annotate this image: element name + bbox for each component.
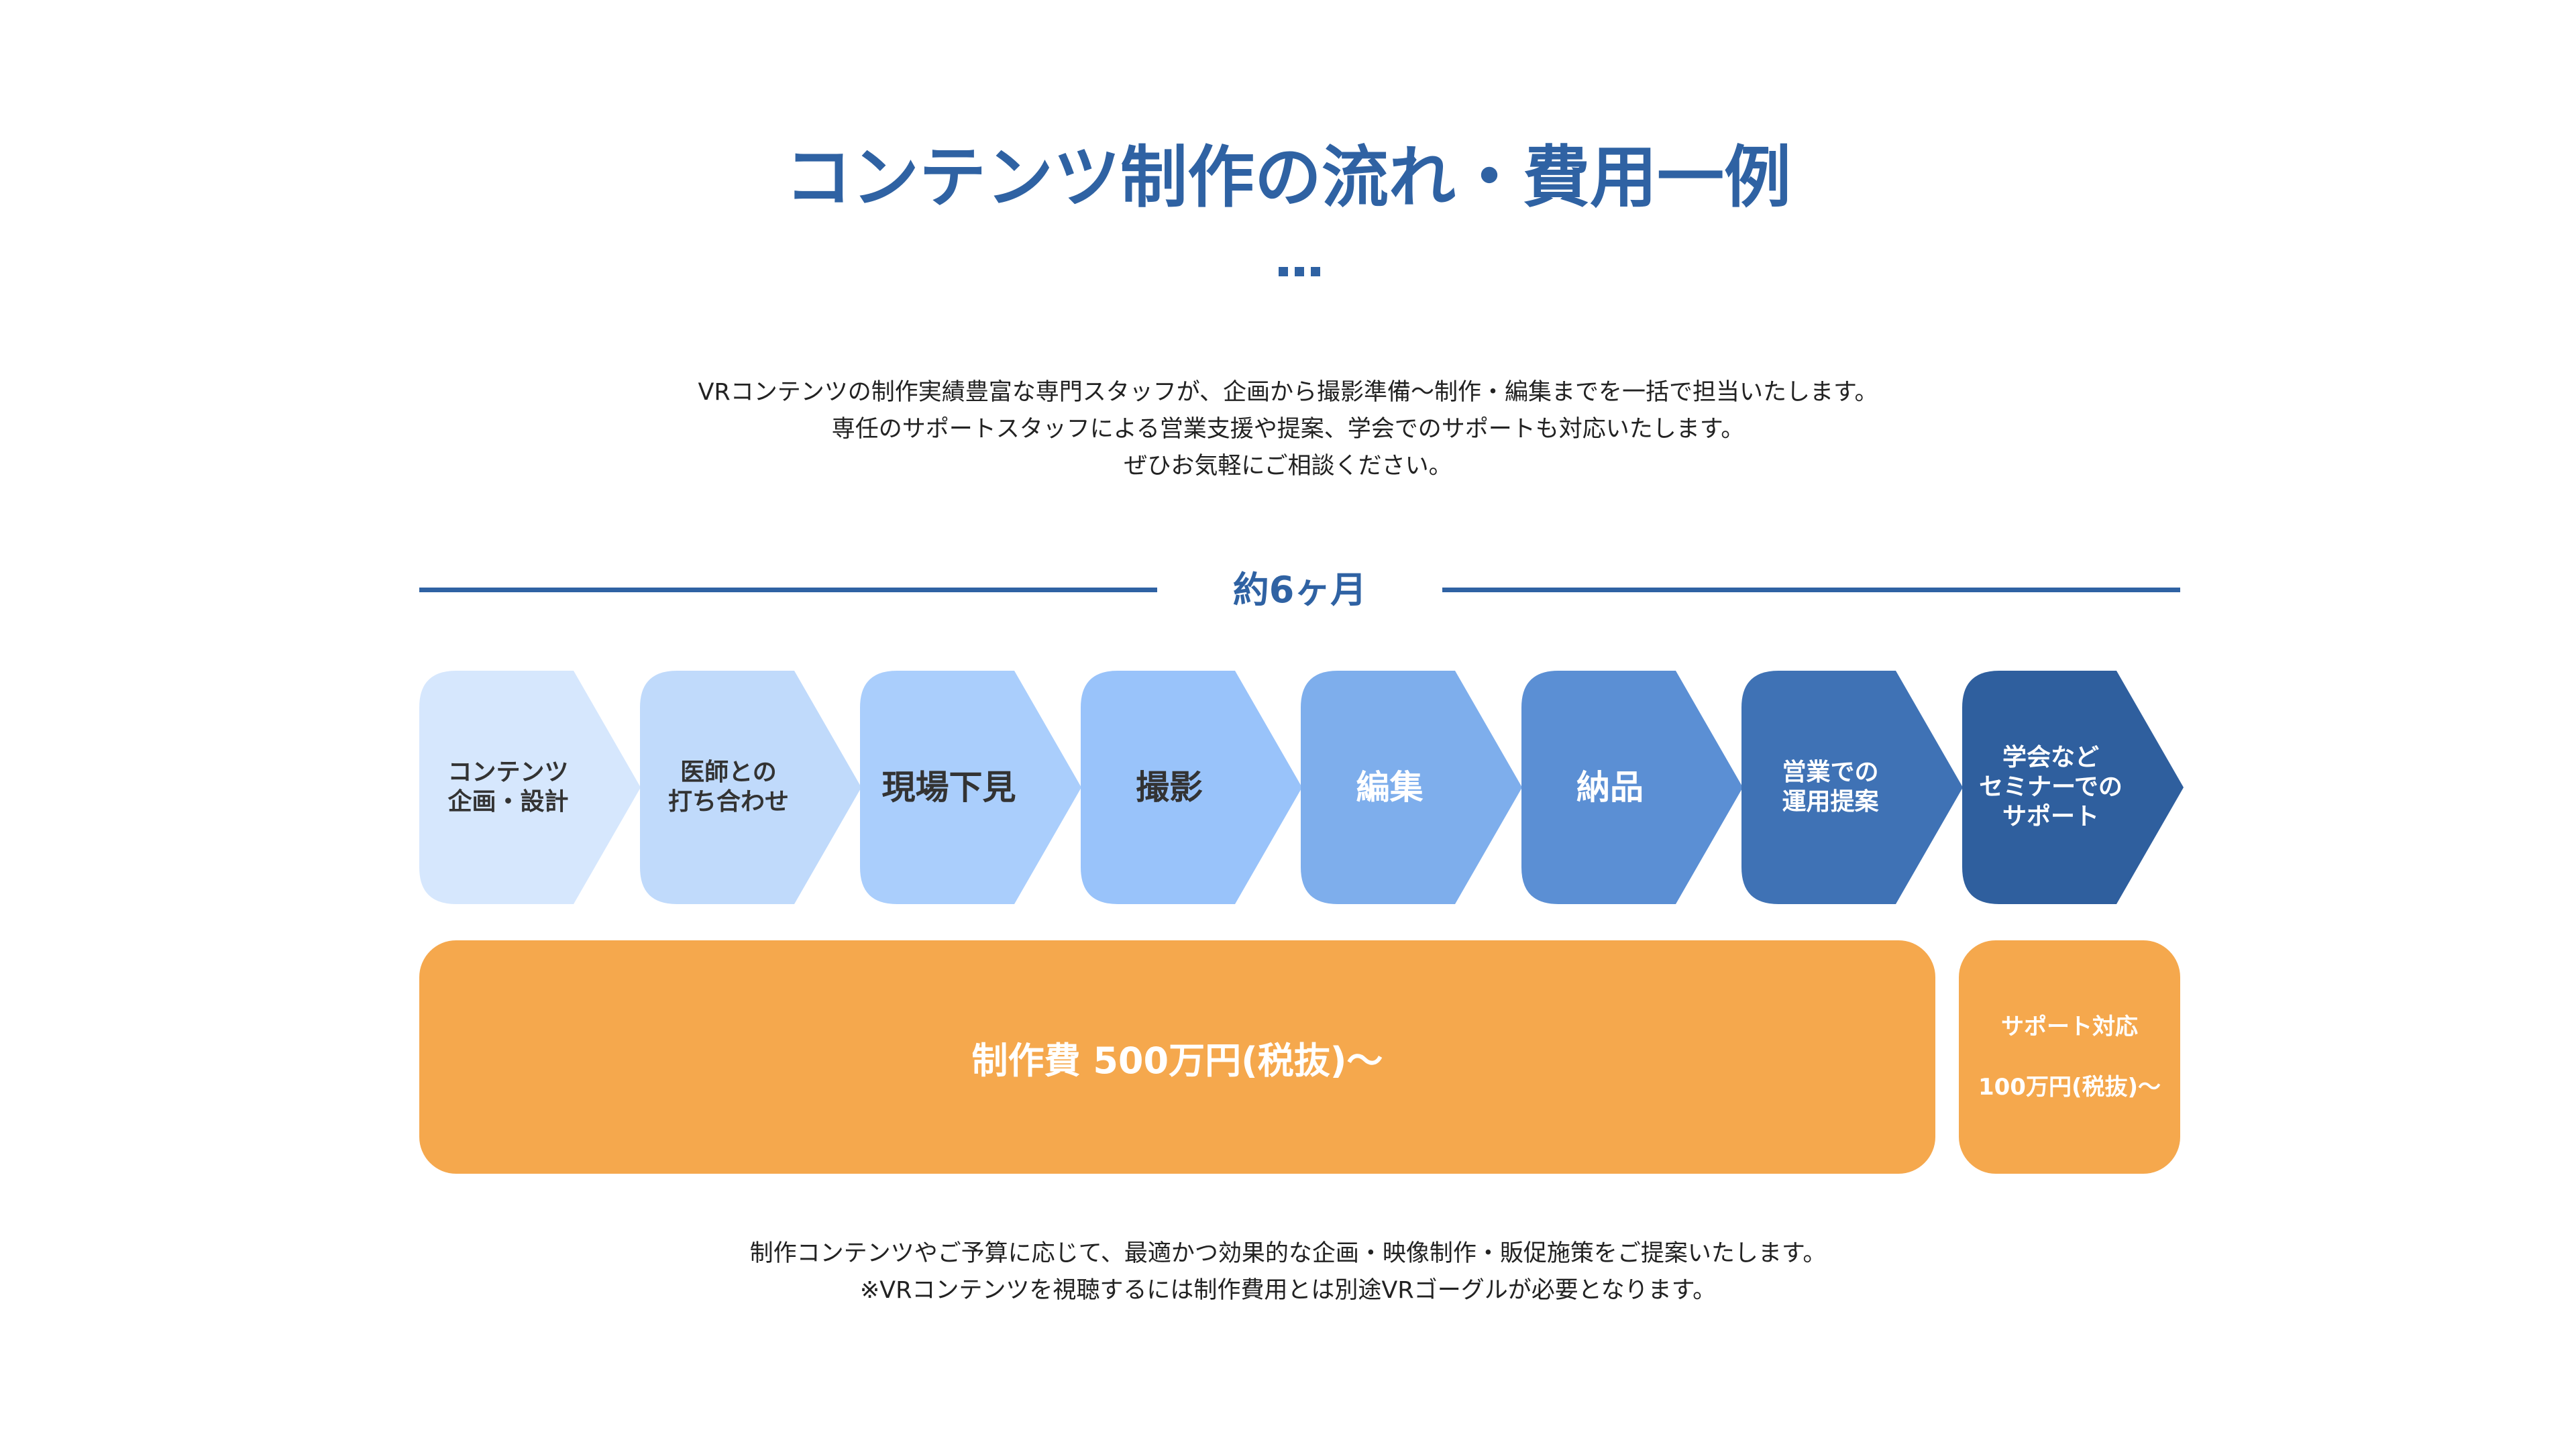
chevron-fill xyxy=(419,671,641,904)
process-step-label: コンテンツ 企画・設計 xyxy=(447,759,569,816)
support-cost-title: サポート対応 xyxy=(2001,1013,2138,1040)
process-step-label: 医師との 打ち合わせ xyxy=(667,759,789,816)
process-step: 現場下見 xyxy=(860,671,1081,904)
timeline-line-right xyxy=(1442,588,2180,592)
chevron-arrow-shape xyxy=(1741,671,1963,904)
process-step-label: 編集 xyxy=(1356,768,1424,807)
timeline-line-left xyxy=(419,588,1157,592)
intro-line: ぜひお気軽にご相談ください。 xyxy=(1124,453,1452,480)
process-step: 医師との 打ち合わせ xyxy=(639,671,861,904)
process-step: コンテンツ 企画・設計 xyxy=(419,671,641,904)
chevron-arrow-shape xyxy=(1962,671,2184,904)
chevron-arrow-shape xyxy=(1521,671,1743,904)
process-step: 編集 xyxy=(1301,671,1522,904)
production-cost-box: 制作費 500万円(税抜)〜 xyxy=(419,940,1935,1174)
footer-line: ※VRコンテンツを視聴するには制作費用とは別途VRゴーグルが必要となります。 xyxy=(859,1277,1717,1304)
chevron-arrow-shape xyxy=(860,671,1081,904)
chevron-arrow-shape xyxy=(1301,671,1522,904)
chevron-arrow-shape xyxy=(639,671,861,904)
support-cost-box: サポート対応 100万円(税抜)〜 xyxy=(1959,940,2180,1174)
duration-timeline: 約6ヶ月 xyxy=(419,563,2180,617)
chevron-fill xyxy=(1521,671,1743,904)
support-cost-price: 100万円(税抜)〜 xyxy=(1978,1074,2161,1101)
process-step-label: 納品 xyxy=(1576,768,1644,807)
intro-text: VRコンテンツの制作実績豊富な専門スタッフが、企画から撮影準備〜制作・編集までを… xyxy=(0,374,2576,485)
decoration-dot xyxy=(1295,267,1304,276)
process-step: 納品 xyxy=(1521,671,1743,904)
process-step: 営業での 運用提案 xyxy=(1741,671,1963,904)
process-step-label: 学会など セミナーでの サポート xyxy=(1979,744,2123,830)
process-steps: コンテンツ 企画・設計 医師との 打ち合わせ 現場下見 撮影 編集 納品 営業での 運用提案… xyxy=(419,671,2184,904)
chevron-arrow-shape xyxy=(1080,671,1302,904)
duration-label: 約6ヶ月 xyxy=(1232,569,1367,611)
chevron-arrow-shape xyxy=(419,671,641,904)
production-cost-label: 制作費 500万円(税抜)〜 xyxy=(971,1039,1383,1082)
chevron-fill xyxy=(1080,671,1302,904)
page-title: コンテンツ制作の流れ・費用一例 xyxy=(785,138,1791,217)
chevron-fill xyxy=(639,671,861,904)
chevron-fill xyxy=(1741,671,1963,904)
process-step-label: 営業での 運用提案 xyxy=(1782,759,1879,816)
process-step: 撮影 xyxy=(1080,671,1302,904)
process-step-label: 現場下見 xyxy=(881,768,1016,807)
decoration-dot xyxy=(1279,267,1288,276)
process-step: 学会など セミナーでの サポート xyxy=(1962,671,2184,904)
intro-line: VRコンテンツの制作実績豊富な専門スタッフが、企画から撮影準備〜制作・編集までを… xyxy=(698,379,1878,406)
footer-notes: 制作コンテンツやご予算に応じて、最適かつ効果的な企画・映像制作・販促施策をご提案… xyxy=(0,1235,2576,1309)
chevron-fill xyxy=(1962,671,2184,904)
decoration-dot xyxy=(1311,267,1320,276)
chevron-fill xyxy=(860,671,1081,904)
chevron-fill xyxy=(1301,671,1522,904)
process-step-label: 撮影 xyxy=(1136,768,1203,807)
intro-line: 専任のサポートスタッフによる営業支援や提案、学会でのサポートも対応いたします。 xyxy=(831,416,1745,443)
footer-line: 制作コンテンツやご予算に応じて、最適かつ効果的な企画・映像制作・販促施策をご提案… xyxy=(749,1240,1827,1267)
title-decoration-dots xyxy=(1279,267,1320,276)
